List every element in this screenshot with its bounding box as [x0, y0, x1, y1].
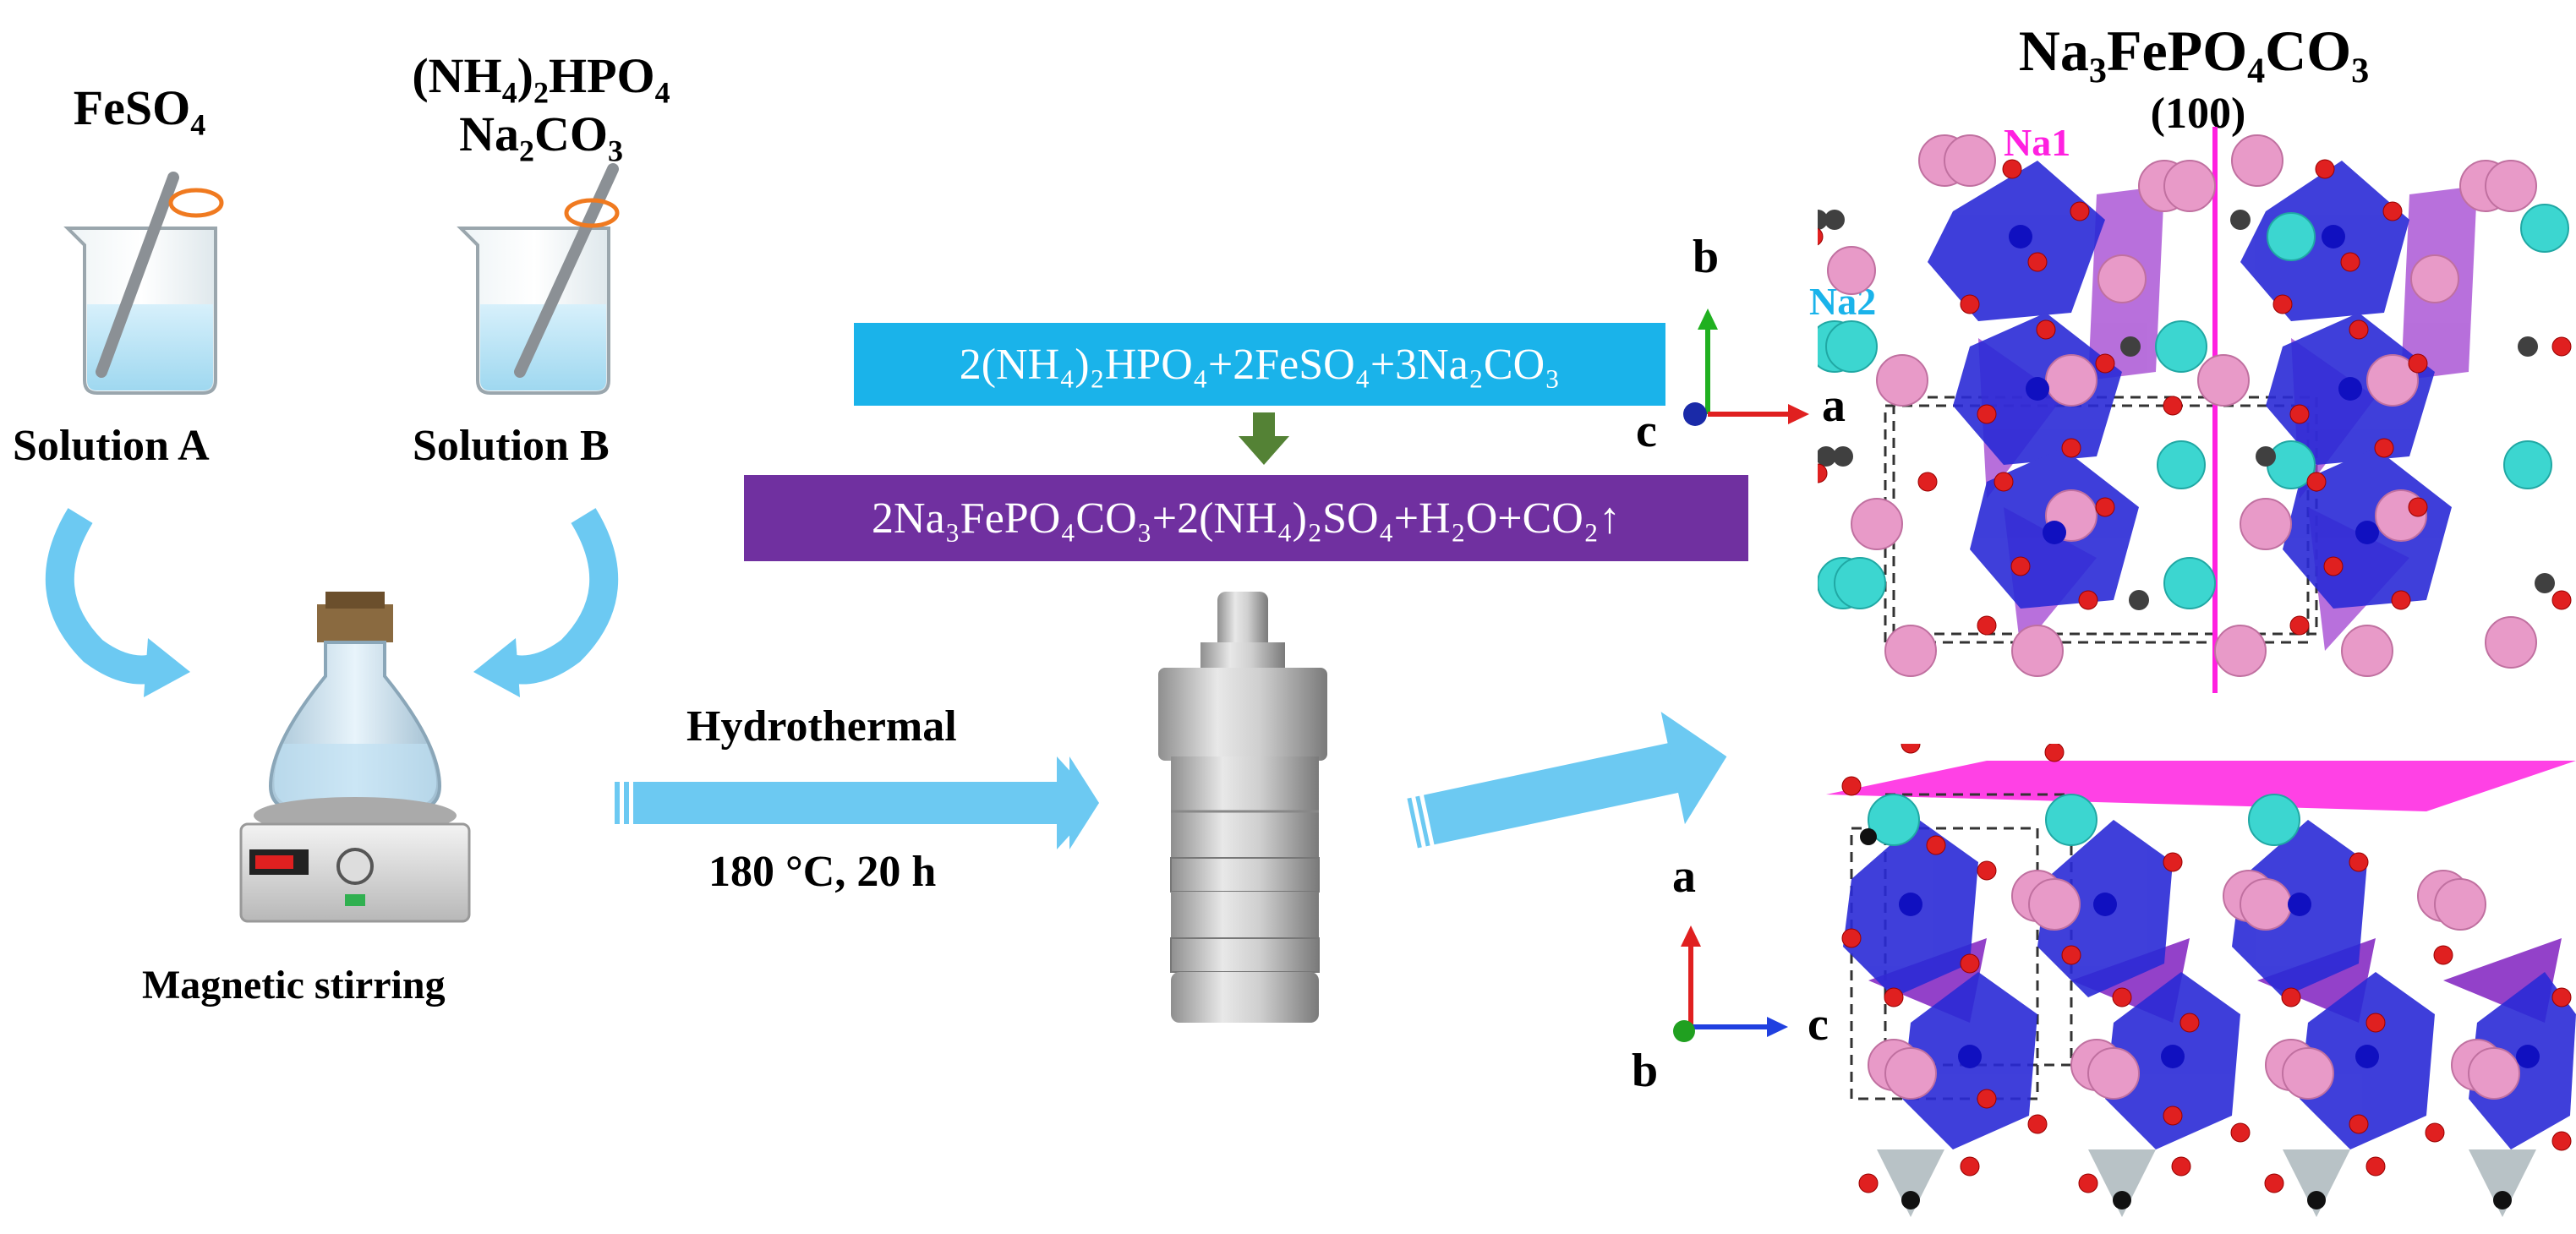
curved-arrow-b [503, 508, 619, 685]
conditions-label: 180 °C, 20 h [708, 848, 937, 896]
reactants-box: 2(NH₄)₂HPO₄+2FeSO₄+3Na₂CO₃ [854, 323, 1665, 406]
hydrothermal-arrow [615, 592, 1727, 1023]
solution-a-label: Solution A [13, 422, 210, 470]
axes-bottom [1673, 926, 1788, 1042]
beaker-b [457, 163, 620, 395]
solution-b-reagent: (NH4)2HPO4 Na2CO3 [412, 48, 670, 168]
autoclave [1158, 592, 1327, 1023]
beaker-a [63, 172, 224, 395]
reactants-equation: 2(NH₄)₂HPO₄+2FeSO₄+3Na₂CO₃ [959, 340, 1561, 389]
plane-label: (100) [2150, 90, 2246, 138]
solution-a-reagent: FeSO4 [73, 80, 206, 142]
axis-bottom-out: b [1632, 1045, 1659, 1097]
beakers-diagram [45, 163, 620, 923]
stirrer-flask [254, 592, 457, 834]
curved-arrow-a [45, 508, 161, 685]
axis-top-out: c [1636, 405, 1657, 457]
products-box: 2Na₃FePO₄CO₃+2(NH₄)₂SO₄+H₂O+CO₂↑ [744, 475, 1748, 561]
products-equation: 2Na₃FePO₄CO₃+2(NH₄)₂SO₄+H₂O+CO₂↑ [872, 494, 1621, 543]
axis-top-up: b [1693, 231, 1720, 283]
crystal-structure-top [1818, 127, 2572, 693]
stirrer-base [239, 822, 471, 923]
axes-top [1683, 308, 1809, 426]
solution-b-label: Solution B [413, 422, 610, 470]
crystal-structure-bottom [1826, 744, 2576, 1217]
structure-title: Na3FePO4CO3 [2018, 19, 2370, 91]
reaction-arrow [1239, 412, 1289, 465]
axis-top-right: a [1822, 379, 1846, 432]
hydrothermal-label: Hydrothermal [686, 702, 957, 751]
na1-label: Na1 [2004, 121, 2071, 164]
output-arrow [1407, 712, 1727, 849]
axis-bottom-right: c [1808, 998, 1829, 1051]
axis-bottom-up: a [1672, 850, 1696, 903]
magnetic-stirring-label: Magnetic stirring [142, 963, 446, 1007]
